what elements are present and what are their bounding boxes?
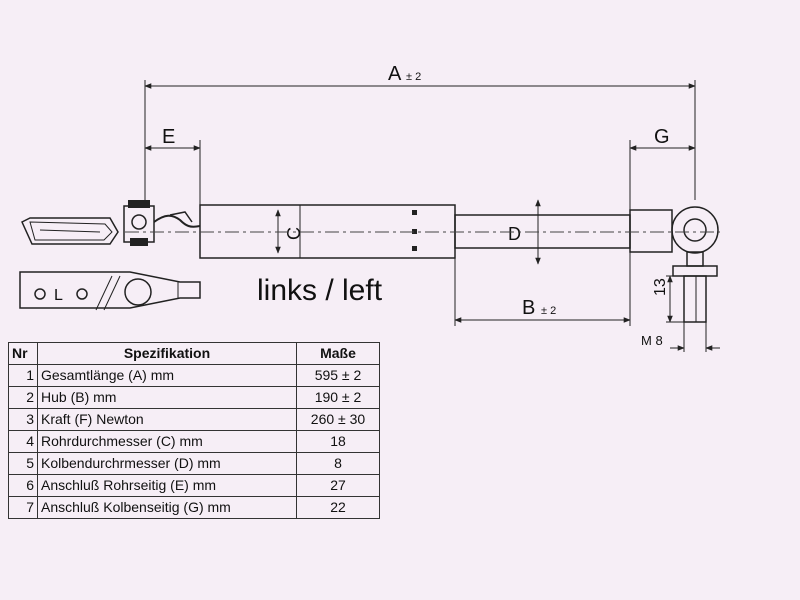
table-row: 6 Anschluß Rohrseitig (E) mm 27	[8, 474, 380, 497]
row-spec: Rohrdurchmesser (C) mm	[37, 430, 297, 453]
row-nr: 3	[8, 408, 38, 431]
dimension-c-label: C	[284, 227, 304, 240]
row-nr: 6	[8, 474, 38, 497]
row-spec: Gesamtlänge (A) mm	[37, 364, 297, 387]
dimension-thread-label: M 8	[641, 333, 663, 348]
table-header-row: Nr Spezifikation Maße	[8, 342, 380, 365]
dimension-a-label: A	[388, 63, 402, 85]
dimension-a: A ± 2	[144, 63, 696, 200]
row-value: 595 ± 2	[296, 364, 380, 387]
row-value: 260 ± 30	[296, 408, 380, 431]
dimension-b-label: B	[522, 297, 535, 319]
dimension-thread: M 8	[641, 322, 720, 352]
row-nr: 7	[8, 496, 38, 519]
dimension-g-label: G	[654, 126, 670, 148]
row-nr: 5	[8, 452, 38, 475]
dimension-thread-length: 13	[652, 275, 684, 323]
dimension-b-tolerance: ± 2	[541, 305, 556, 317]
table-row: 4 Rohrdurchmesser (C) mm 18	[8, 430, 380, 453]
right-end-fitting	[629, 206, 719, 323]
bracket-plate: O L O	[19, 271, 201, 311]
row-spec: Anschluß Kolbenseitig (G) mm	[37, 496, 297, 519]
header-specification: Spezifikation	[37, 342, 297, 365]
dimension-e: E	[144, 126, 201, 205]
header-value: Maße	[296, 342, 380, 365]
dimension-b: B ± 2	[454, 252, 631, 326]
table-row: 1 Gesamtlänge (A) mm 595 ± 2	[8, 364, 380, 387]
dimension-thread-length-label: 13	[652, 278, 669, 296]
row-spec: Kolbendurchrmesser (D) mm	[37, 452, 297, 475]
dimension-g: G	[629, 126, 696, 210]
table-row: 5 Kolbendurchrmesser (D) mm 8	[8, 452, 380, 475]
row-value: 8	[296, 452, 380, 475]
table-row: 2 Hub (B) mm 190 ± 2	[8, 386, 380, 409]
dimension-d-label: D	[508, 224, 521, 244]
table-row: 7 Anschluß Kolbenseitig (G) mm 22	[8, 496, 380, 519]
specification-table: Nr Spezifikation Maße 1 Gesamtlänge (A) …	[8, 342, 380, 519]
row-value: 190 ± 2	[296, 386, 380, 409]
side-label: links / left	[257, 274, 383, 307]
row-nr: 2	[8, 386, 38, 409]
dimension-a-tolerance: ± 2	[406, 71, 421, 83]
row-value: 18	[296, 430, 380, 453]
table-row: 3 Kraft (F) Newton 260 ± 30	[8, 408, 380, 431]
row-value: 27	[296, 474, 380, 497]
header-nr: Nr	[8, 342, 38, 365]
row-spec: Kraft (F) Newton	[37, 408, 297, 431]
row-spec: Hub (B) mm	[37, 386, 297, 409]
left-end-fitting	[21, 200, 201, 246]
row-value: 22	[296, 496, 380, 519]
dimension-e-label: E	[162, 126, 175, 148]
row-nr: 1	[8, 364, 38, 387]
row-spec: Anschluß Rohrseitig (E) mm	[37, 474, 297, 497]
row-nr: 4	[8, 430, 38, 453]
bracket-letter-mid: L	[54, 287, 63, 304]
